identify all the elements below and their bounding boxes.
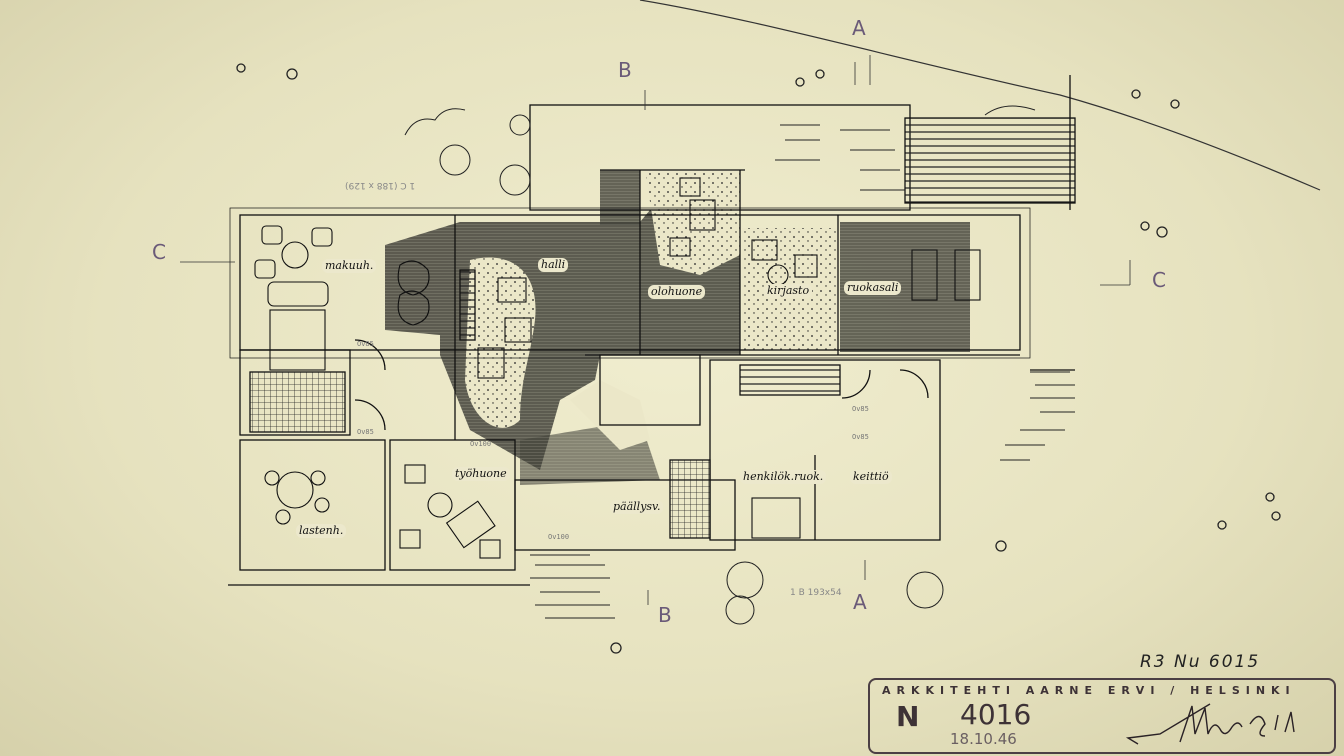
archive-reference: R3 Nu 6015 — [1140, 652, 1261, 672]
room-label-tyohuone: työhuone — [452, 467, 510, 481]
section-c-note: 1 C (188 x 129) — [345, 180, 416, 190]
stamp-number: 4016 — [960, 698, 1032, 731]
section-marker-a-top: A — [852, 16, 866, 40]
door-label: Ov85 — [852, 433, 869, 441]
room-label-henkilok-ruok: henkilök.ruok. — [740, 470, 827, 484]
room-label-olohuone: olohuone — [648, 285, 706, 299]
room-label-paallysv: päällysv. — [610, 500, 664, 514]
door-label: Ov85 — [357, 428, 374, 436]
trees-dots — [236, 63, 1281, 654]
section-marker-c-right: C — [1152, 268, 1166, 292]
door-label: Ov100 — [548, 533, 570, 541]
architect-stamp: ARKKITEHTI AARNE ERVI / HELSINKI N 4016 … — [868, 678, 1336, 754]
door-label: Ov85 — [852, 405, 869, 413]
door-label: Ov100 — [470, 440, 492, 448]
section-marker-b-top: B — [618, 58, 632, 82]
section-lines — [180, 55, 1131, 605]
door-label: Ov85 — [357, 340, 374, 348]
section-marker-c-left: C — [152, 240, 166, 264]
section-marker-a-bottom: A — [853, 590, 867, 614]
room-label-kirjasto: kirjasto — [764, 284, 813, 298]
room-label-lastenh: lastenh. — [296, 524, 347, 538]
section-marker-b-bottom: B — [658, 603, 672, 627]
stamp-date: 18.10.46 — [950, 730, 1017, 748]
light-rugs — [465, 170, 837, 450]
trees-and-plants — [404, 105, 1036, 625]
room-label-keittio: keittiö — [850, 470, 892, 484]
walls — [228, 75, 1076, 586]
stamp-office: ARKKITEHTI AARNE ERVI / HELSINKI — [882, 684, 1296, 697]
stone-paving — [530, 124, 1075, 619]
room-label-ruokasali: ruokasali — [844, 281, 902, 295]
section-b-note: 1 B 193x54 — [790, 588, 842, 598]
terrain-line — [639, 0, 1321, 191]
room-label-halli: halli — [538, 258, 569, 272]
furniture — [254, 177, 981, 559]
stamp-number-prefix: N — [896, 700, 920, 733]
signature — [1125, 703, 1295, 745]
room-label-makuuh: makuuh. — [322, 259, 377, 273]
